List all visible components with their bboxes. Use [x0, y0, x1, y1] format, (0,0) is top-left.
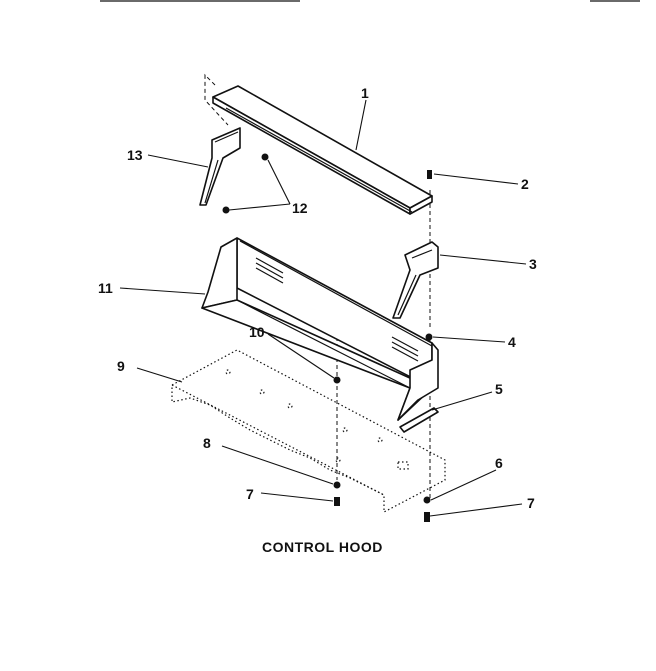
- leader-lines: [119, 99, 527, 517]
- callout-9: 9: [117, 358, 125, 374]
- part-1-top-trim: [212, 85, 433, 215]
- part-7-screw-left: [334, 497, 340, 506]
- callout-4: 4: [508, 334, 516, 350]
- callout-5: 5: [495, 381, 503, 397]
- part-9-base-panel: [171, 349, 446, 513]
- part-2-screw: [427, 170, 432, 179]
- callout-1: 1: [361, 85, 369, 101]
- part-8-clip: [333, 481, 341, 489]
- part-3-right-bracket: [392, 241, 439, 319]
- callout-7-right: 7: [527, 495, 535, 511]
- diagram-caption: CONTROL HOOD: [262, 539, 383, 555]
- part-6-clip: [423, 496, 431, 504]
- part-13-left-bracket: [199, 127, 241, 206]
- callout-13: 13: [127, 147, 143, 163]
- callout-3: 3: [529, 256, 537, 272]
- part-5-strip: [399, 407, 439, 433]
- part-12-clips: [222, 153, 269, 214]
- part-11-control-hood: [201, 237, 439, 421]
- part-7-screw-right: [424, 512, 430, 522]
- callout-10: 10: [249, 324, 265, 340]
- part-4-clip: [425, 333, 433, 341]
- callout-8: 8: [203, 435, 211, 451]
- callout-12: 12: [292, 200, 308, 216]
- callout-labels: 1 2 3 4 5 6 7 7 8 9 10 11 12 13: [98, 85, 537, 511]
- part-10-clip: [333, 376, 341, 384]
- callout-11: 11: [98, 280, 113, 296]
- callout-2: 2: [521, 176, 529, 192]
- callout-7-left: 7: [246, 486, 254, 502]
- callout-6: 6: [495, 455, 503, 471]
